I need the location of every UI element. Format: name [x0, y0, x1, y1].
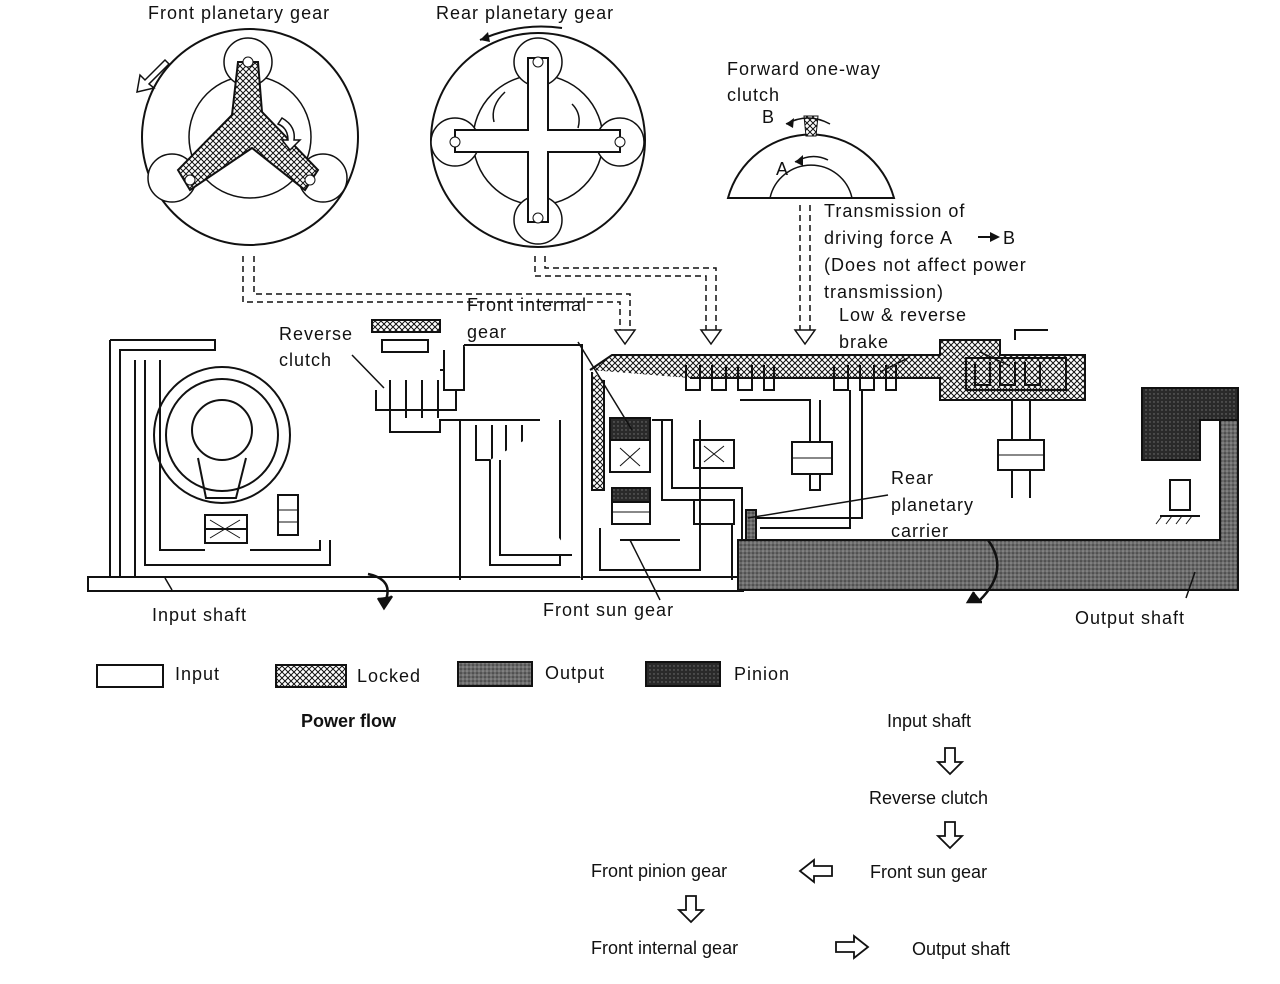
left-arrow-icon [798, 858, 833, 884]
front-planetary-section [589, 339, 1086, 580]
front-internal-gear-label-1: Front internal [467, 295, 588, 315]
right-arrow-icon [835, 934, 870, 960]
rear-carrier-label-3: carrier [891, 521, 950, 541]
a-to-b-arrowhead [990, 232, 1000, 242]
rear-planetary-gear-title: Rear planetary gear [436, 3, 615, 23]
connector-arrowheads [613, 329, 817, 346]
transmission-note-2-end: B [1003, 228, 1017, 248]
output-rotation-arrow [979, 539, 999, 601]
letter-a: A [776, 159, 790, 179]
letter-b: B [762, 107, 776, 127]
input-shaft-label: Input shaft [152, 605, 248, 625]
reverse-clutch-assembly [371, 319, 583, 580]
reverse-clutch-label-1: Reverse [279, 324, 354, 344]
transmission-note-1: Transmission of [824, 201, 966, 221]
legend-pinion-swatch [645, 661, 721, 687]
down-arrow-icon [935, 821, 965, 850]
power-flow-arrows [676, 747, 965, 960]
front-internal-gear-label-2: gear [467, 322, 508, 342]
front-planetary-gear-view [136, 28, 359, 246]
down-arrow-icon [676, 895, 706, 924]
front-sun-gear-label: Front sun gear [543, 600, 675, 620]
output-shaft-label: Output shaft [1075, 608, 1186, 628]
transmission-note-2: driving force A [824, 228, 954, 248]
flow-reverse-clutch: Reverse clutch [869, 788, 989, 808]
legend-input-swatch [96, 664, 164, 688]
one-way-clutch-title-1: Forward one-way [727, 59, 882, 79]
down-arrow-icon [935, 747, 965, 776]
legend-output-swatch [457, 661, 533, 687]
cross-section [87, 339, 744, 592]
flow-front-sun-gear: Front sun gear [870, 862, 988, 882]
legend-input-label: Input [175, 664, 221, 684]
legend-locked-swatch [275, 664, 347, 688]
flow-front-internal-gear: Front internal gear [591, 938, 739, 958]
low-reverse-brake-label-1: Low & reverse [839, 305, 968, 325]
flow-front-pinion-gear: Front pinion gear [591, 861, 728, 881]
transmission-note-3: (Does not affect power [824, 255, 1027, 275]
leader-lines [164, 341, 1196, 601]
reverse-clutch-label-2: clutch [279, 350, 333, 370]
rotation-arrows [367, 539, 999, 611]
legend-output-label: Output [545, 663, 606, 683]
view-connectors [242, 205, 811, 330]
one-way-clutch-view [726, 115, 896, 199]
low-reverse-brake-label-2: brake [839, 332, 890, 352]
legend-locked-label: Locked [357, 666, 422, 686]
rear-planetary-section [685, 329, 1067, 529]
one-way-clutch-title-2: clutch [727, 85, 781, 105]
legend-pinion-label: Pinion [734, 664, 791, 684]
rear-planetary-gear-view [430, 25, 646, 248]
transmission-note-4: transmission) [824, 282, 945, 302]
front-planetary-gear-title: Front planetary gear [148, 3, 331, 23]
rear-carrier-label-1: Rear [891, 468, 935, 488]
flow-input-shaft: Input shaft [887, 711, 972, 731]
power-flow-title: Power flow [301, 711, 397, 731]
flow-output-shaft: Output shaft [912, 939, 1011, 959]
rear-carrier-label-2: planetary [891, 495, 975, 515]
